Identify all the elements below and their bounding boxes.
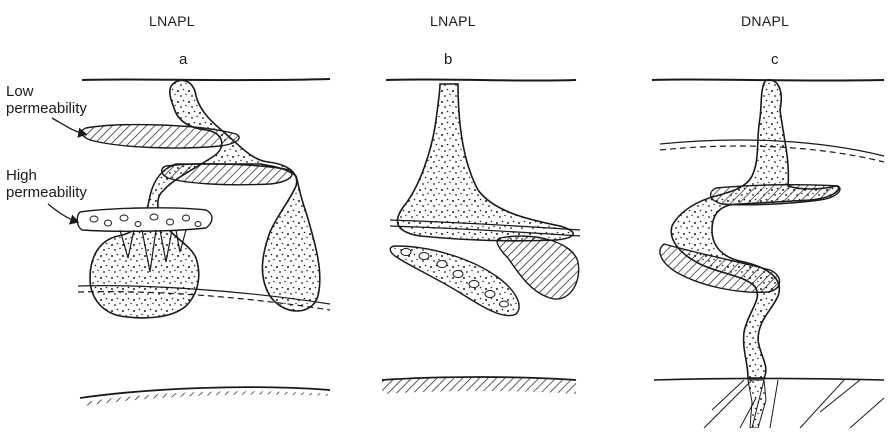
panel-b-sublabel: b (444, 52, 452, 67)
panel-b-title: LNAPL (430, 14, 476, 28)
high-permeability-lens-a (77, 208, 212, 231)
high-permeability-label-line1: High (6, 168, 37, 183)
bedrock-hatch-b (382, 377, 576, 394)
lnapl-plume-b (397, 84, 573, 241)
panel-b (382, 79, 580, 394)
panel-c (652, 79, 884, 428)
low-permeability-label-line2: permeability (6, 101, 87, 116)
bedrock-c (654, 379, 884, 381)
ground-surface-b (386, 79, 576, 80)
panel-c-title: DNAPL (741, 14, 789, 28)
fractures-c (704, 380, 884, 428)
high-permeability-label-line2: permeability (6, 185, 87, 200)
low-permeability-arrow (52, 118, 86, 134)
panel-a (48, 79, 330, 406)
panel-c-sublabel: c (771, 52, 779, 67)
clay-lens-c1 (711, 185, 840, 205)
ground-surface-a (82, 79, 330, 80)
high-permeability-arrow (48, 204, 78, 222)
panel-a-sublabel: a (179, 52, 187, 67)
dnapl-plume-c (671, 80, 838, 378)
panel-a-title: LNAPL (149, 14, 195, 28)
fracture-fill-c (748, 380, 766, 428)
low-permeability-label-line1: Low (6, 84, 34, 99)
clay-lens-a (162, 164, 292, 185)
lnapl-plume-a (90, 80, 320, 318)
